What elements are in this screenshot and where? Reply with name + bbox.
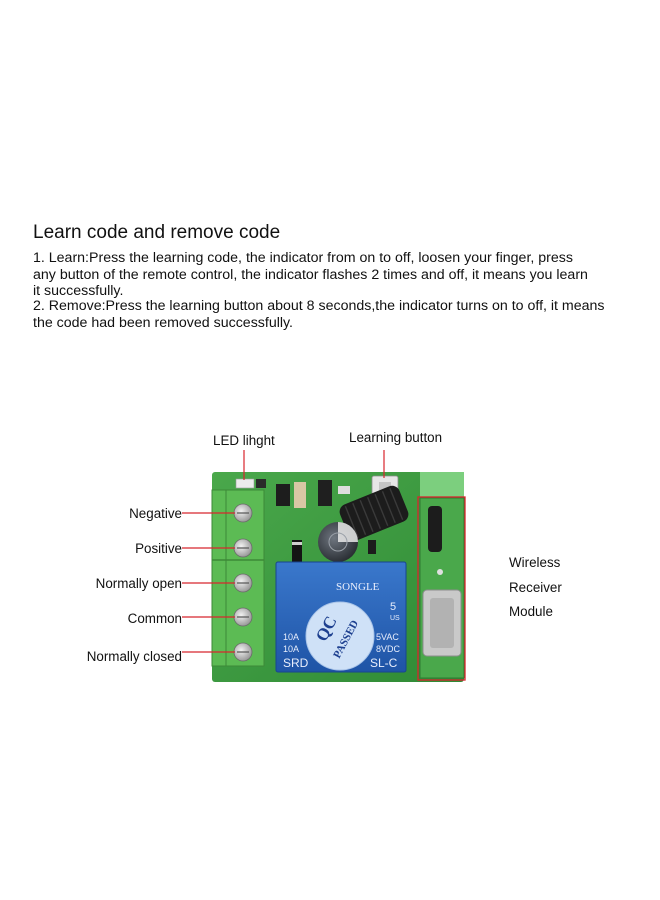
remove-instruction: 2. Remove:Press the learning button abou…: [33, 298, 605, 331]
label-module: Module: [509, 604, 553, 619]
led-resistor: [256, 479, 266, 488]
small-part: [368, 540, 376, 554]
relay-cert: 5: [390, 601, 396, 613]
learn-line-2: any button of the remote control, the in…: [33, 266, 588, 283]
smd-chip: [318, 480, 332, 506]
coil-line: [381, 490, 396, 524]
remove-line-1: 2. Remove:Press the learning button abou…: [33, 298, 605, 314]
label-common: Common: [127, 611, 182, 626]
receiver-module-part: [437, 569, 443, 575]
relay-brand: SONGLE: [336, 581, 380, 593]
relay-rating-2: 10A: [283, 644, 299, 654]
coil-line: [344, 505, 359, 539]
label-normally-closed: Normally closed: [86, 649, 182, 664]
label-led: LED lihght: [213, 433, 275, 448]
coil-line: [389, 487, 404, 521]
receiver-module-frame: [417, 496, 466, 681]
pcb-edge: [420, 472, 464, 498]
learn-line-3: it successfully.: [33, 283, 124, 300]
capacitor-top: [328, 532, 348, 552]
coil-line: [352, 502, 367, 536]
receiver-module-crystal-inner: [430, 598, 454, 648]
label-positive: Positive: [135, 541, 182, 556]
learn-line-1: 1. Learn:Press the learning code, the in…: [33, 250, 573, 266]
remove-line-2: the code had been removed successfully.: [33, 314, 293, 331]
label-wireless: Wireless: [509, 555, 561, 570]
relay-model-left: SRD: [283, 656, 309, 670]
relay-voltage-1: 5VAC: [376, 632, 399, 642]
label-negative: Negative: [129, 506, 182, 521]
diode-band: [292, 542, 302, 545]
label-normally-open: Normally open: [95, 576, 182, 591]
smd-chip: [276, 484, 290, 506]
learn-instruction: 1. Learn:Press the learning code, the in…: [33, 250, 588, 300]
relay-model-right: SL-C: [370, 656, 398, 670]
coil-line: [374, 493, 389, 527]
coil-line: [359, 499, 374, 533]
relay-rating-1: 10A: [283, 632, 299, 642]
capacitor-stripe: [338, 522, 358, 542]
qc-sticker: [305, 601, 375, 671]
smd-chip: [294, 482, 306, 508]
smd-chip: [338, 486, 350, 494]
relay-voltage-2: 8VDC: [376, 644, 401, 654]
receiver-module-chip: [428, 506, 442, 552]
label-receiver: Receiver: [509, 580, 562, 595]
relay-cert-sub: US: [390, 615, 400, 622]
diode: [292, 540, 302, 566]
led-component: [235, 478, 255, 489]
page-title: Learn code and remove code: [33, 222, 281, 243]
label-learning-button: Learning button: [349, 430, 443, 445]
coil-line: [366, 496, 382, 530]
